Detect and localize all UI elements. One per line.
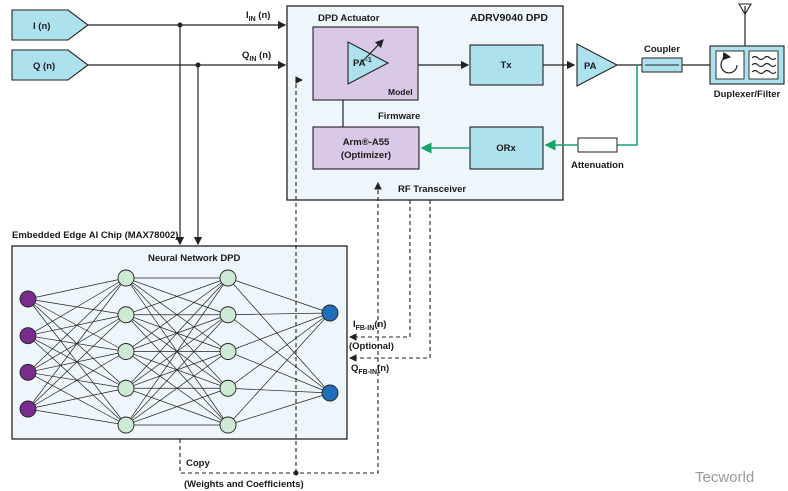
pa-inverse-label: PA-1 xyxy=(353,57,372,69)
nn-edge xyxy=(27,277,127,373)
pa-inverse-triangle xyxy=(347,41,390,85)
adaptive-arrow xyxy=(361,39,384,63)
nn-input-neuron xyxy=(19,400,37,418)
circulator-arrow-icon xyxy=(720,51,738,74)
attenuator-block xyxy=(577,137,618,153)
nn-edge xyxy=(27,277,127,300)
orx-block xyxy=(469,126,544,170)
nn-edge xyxy=(27,314,127,410)
nn-output-neuron xyxy=(321,304,339,322)
tx-block xyxy=(469,44,544,86)
duplexer-label: Duplexer/Filter xyxy=(714,89,781,100)
nn-hidden-neuron xyxy=(219,379,237,397)
nn-edge xyxy=(27,387,127,410)
model-label: Model xyxy=(388,87,413,97)
pa-triangle xyxy=(576,43,619,87)
nn-dpd-title: Neural Network DPD xyxy=(148,253,241,264)
nn-hidden-neuron xyxy=(117,379,135,397)
filter-wave-2-icon xyxy=(751,62,777,68)
optimizer-label: (Optimizer) xyxy=(341,150,391,161)
nn-edge xyxy=(27,408,127,426)
nn-edge xyxy=(125,351,229,426)
arm-label: Arm®-A55 xyxy=(343,137,390,148)
optional-label: (Optional) xyxy=(349,341,394,352)
circulator-symbol xyxy=(715,50,745,80)
pa-label: PA xyxy=(584,61,597,72)
antenna-icon xyxy=(738,3,752,16)
nn-hidden-neuron xyxy=(219,306,237,324)
arm-optimizer-block xyxy=(312,126,420,170)
nn-edge xyxy=(227,312,331,389)
nn-edge xyxy=(227,351,331,394)
adrv9040-title: ADRV9040 DPD xyxy=(470,12,548,24)
q-fb-label: QFB-IN(n) xyxy=(351,363,389,376)
q-in-label: QIN (n) xyxy=(242,50,271,63)
nn-edge xyxy=(125,277,229,352)
nn-edge xyxy=(125,277,229,426)
nn-hidden-neuron xyxy=(117,416,135,434)
nn-hidden-neuron xyxy=(219,343,237,360)
orx-label: ORx xyxy=(496,143,516,154)
i-feedback-path xyxy=(348,200,411,341)
nn-edge xyxy=(227,312,331,352)
nn-edge xyxy=(227,387,331,394)
nn-output-neuron xyxy=(321,384,339,402)
nn-edge xyxy=(27,277,127,336)
rf-transceiver-label: RF Transceiver xyxy=(398,184,466,195)
nn-edge xyxy=(27,277,127,410)
nn-neurons xyxy=(19,269,339,434)
copy-weights-path xyxy=(179,181,382,474)
dpd-actuator-label: DPD Actuator xyxy=(318,13,380,24)
copy-to-actuator-path xyxy=(295,76,304,473)
nn-edge xyxy=(227,277,331,394)
watermark: Tecworld xyxy=(695,469,754,486)
nn-edge xyxy=(27,351,127,410)
input-q-block xyxy=(11,49,89,81)
nn-connections xyxy=(27,277,331,426)
nn-hidden-neuron xyxy=(219,416,237,434)
i-fb-label: IFB-IN(n) xyxy=(353,319,386,332)
nn-hidden-neuron xyxy=(117,306,135,324)
nn-hidden-neuron xyxy=(219,269,237,287)
nn-edge xyxy=(227,312,331,316)
nn-edge xyxy=(227,312,331,426)
nn-edge xyxy=(227,277,331,314)
input-i-label: I (n) xyxy=(33,21,50,32)
tx-label: Tx xyxy=(500,60,512,71)
input-q-label: Q (n) xyxy=(33,61,55,72)
coupler-label: Coupler xyxy=(644,44,680,55)
weights-label: (Weights and Coefficients) xyxy=(184,479,304,490)
edge-ai-chip-title: Embedded Edge AI Chip (MAX78002) xyxy=(12,230,178,241)
copy-label: Copy xyxy=(186,458,210,469)
coupler-feedback-path xyxy=(617,65,638,146)
nn-input-neuron xyxy=(19,290,37,308)
nn-hidden-neuron xyxy=(117,269,135,287)
filter-wave-1-icon xyxy=(751,55,777,61)
nn-edge xyxy=(227,392,331,426)
filter-wave-3-icon xyxy=(751,69,777,75)
nn-edge xyxy=(227,314,331,394)
nn-input-neuron xyxy=(19,327,37,345)
nn-edge xyxy=(125,277,229,316)
i-in-label: IIN (n) xyxy=(246,10,270,23)
nn-hidden-neuron xyxy=(117,343,135,360)
nn-edge xyxy=(125,277,229,389)
nn-input-neuron xyxy=(19,363,37,381)
firmware-label: Firmware xyxy=(378,111,420,122)
attenuation-label: Attenuation xyxy=(571,160,624,171)
q-feedback-path xyxy=(348,200,431,362)
input-i-block xyxy=(11,9,89,41)
nn-edge xyxy=(125,387,229,426)
nn-edge xyxy=(125,314,229,426)
